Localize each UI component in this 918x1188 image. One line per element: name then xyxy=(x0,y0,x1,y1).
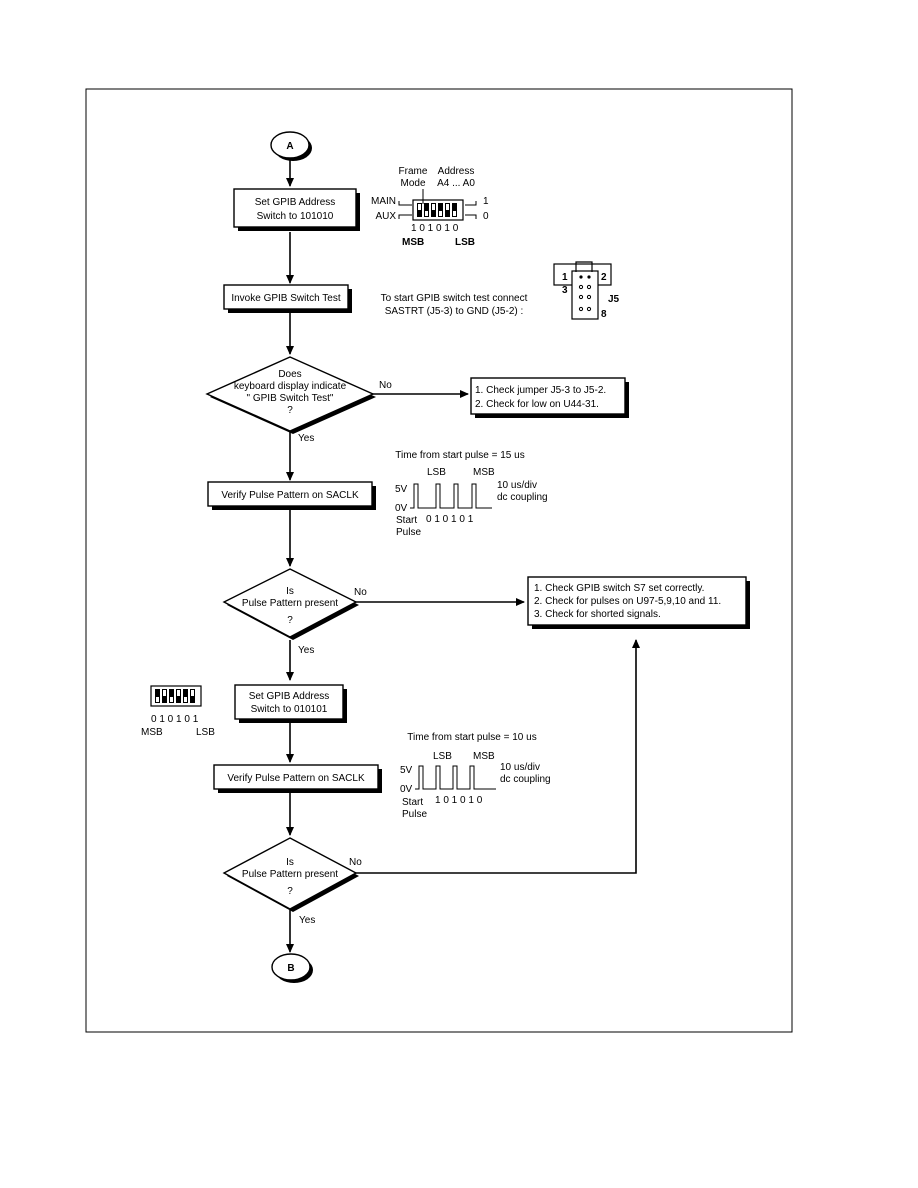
decision-display-yes: Yes xyxy=(298,433,314,444)
timing-1-start-2: Pulse xyxy=(396,527,421,538)
pin8-label: 8 xyxy=(601,309,607,320)
timing-2-waveform xyxy=(415,765,496,790)
jumper-note-line2: SASTRT (J5-3) to GND (J5-2) : xyxy=(385,306,524,317)
timing-2-bits: 1 0 1 0 1 0 xyxy=(435,795,483,806)
step-set-address-1: Set GPIB Address Switch to 101010 xyxy=(233,188,360,231)
main-label: MAIN xyxy=(371,196,396,207)
decision-display-no: No xyxy=(379,380,392,391)
decision-display-line1: Does xyxy=(278,369,301,380)
timing-diagram-2: Time from start pulse = 10 us LSB MSB 5V… xyxy=(400,732,551,820)
switch-diagram-1: Frame Mode Address A4 ... A0 MAIN AUX 1 … xyxy=(371,166,489,248)
decision-pattern-1: Is Pulse Pattern present ? xyxy=(222,568,359,640)
decision-pattern-2-line1: Is xyxy=(286,857,294,868)
decision-display-line2: keyboard display indicate xyxy=(234,381,347,392)
page-frame xyxy=(85,88,793,1033)
action-switch-check-line2: 2. Check for pulses on U97-5,9,10 and 11… xyxy=(534,596,721,607)
timing-1-0v: 0V xyxy=(395,503,408,514)
timing-2-title: Time from start pulse = 10 us xyxy=(407,732,536,743)
timing-1-msb: MSB xyxy=(473,467,495,478)
pin3-label: 3 xyxy=(562,285,568,296)
decision-pattern-2-no: No xyxy=(349,857,362,868)
jumper-note: To start GPIB switch test connect SASTRT… xyxy=(381,293,528,317)
connector-b-label: B xyxy=(287,963,294,974)
switch-2-bits: 0 1 0 1 0 1 xyxy=(151,714,199,725)
one-label: 1 xyxy=(483,196,489,207)
decision-pattern-1-line2: Pulse Pattern present xyxy=(242,598,338,609)
aux-label: AUX xyxy=(375,211,396,222)
step-invoke-test-label: Invoke GPIB Switch Test xyxy=(231,293,341,304)
decision-pattern-2-line2: Pulse Pattern present xyxy=(242,869,338,880)
action-jumper-check-line2: 2. Check for low on U44-31. xyxy=(475,399,599,410)
action-switch-check: 1. Check GPIB switch S7 set correctly. 2… xyxy=(527,576,750,629)
decision-pattern-1-line3: ? xyxy=(287,615,293,626)
connector-a-label: A xyxy=(286,141,293,152)
timing-diagram-1: Time from start pulse = 15 us LSB MSB 5V… xyxy=(395,450,548,538)
step-verify-2-label: Verify Pulse Pattern on SACLK xyxy=(227,773,365,784)
timing-1-waveform xyxy=(410,483,492,509)
action-switch-check-line1: 1. Check GPIB switch S7 set correctly. xyxy=(534,583,704,594)
action-jumper-check-line1: 1. Check jumper J5-3 to J5-2. xyxy=(475,385,606,396)
connector-a: A xyxy=(270,131,312,161)
decision-display-line4: ? xyxy=(287,405,293,416)
dip-switch-1-levers xyxy=(417,203,457,217)
decision-pattern-1-line1: Is xyxy=(286,586,294,597)
action-switch-check-line3: 3. Check for shorted signals. xyxy=(534,609,661,620)
timing-2-scale-2: dc coupling xyxy=(500,774,551,785)
step-verify-1-label: Verify Pulse Pattern on SACLK xyxy=(221,490,359,501)
step-set-address-1-line1: Set GPIB Address xyxy=(255,197,336,208)
decision-display-line3: " GPIB Switch Test" xyxy=(247,393,334,404)
action-jumper-check: 1. Check jumper J5-3 to J5-2. 2. Check f… xyxy=(470,377,629,418)
switch-2-lsb: LSB xyxy=(196,727,215,738)
switch-2-msb: MSB xyxy=(141,727,163,738)
decision-pattern-1-yes: Yes xyxy=(298,645,314,656)
decision-pattern-2-yes: Yes xyxy=(299,915,315,926)
timing-1-scale-2: dc coupling xyxy=(497,492,548,503)
step-verify-2: Verify Pulse Pattern on SACLK xyxy=(213,764,382,793)
timing-1-start-1: Start xyxy=(396,515,417,526)
step-set-address-2-line2: Switch to 010101 xyxy=(251,704,328,715)
decision-pattern-2-line3: ? xyxy=(287,886,293,897)
timing-1-bits: 0 1 0 1 0 1 xyxy=(426,514,474,525)
pin2-label: 2 xyxy=(601,272,607,283)
address-label-2: A4 ... A0 xyxy=(437,178,475,189)
step-set-address-2: Set GPIB Address Switch to 010101 xyxy=(234,684,347,723)
decision-display: Does keyboard display indicate " GPIB Sw… xyxy=(205,356,376,434)
timing-1-5v: 5V xyxy=(395,484,408,495)
step-verify-1: Verify Pulse Pattern on SACLK xyxy=(207,481,376,510)
timing-2-scale-1: 10 us/div xyxy=(500,762,540,773)
switch-1-bits: 1 0 1 0 1 0 xyxy=(411,223,459,234)
switch-1-msb: MSB xyxy=(402,237,424,248)
step-invoke-test: Invoke GPIB Switch Test xyxy=(223,284,352,313)
timing-2-start-2: Pulse xyxy=(402,809,427,820)
flow-lines xyxy=(286,160,640,953)
switch-1-lsb: LSB xyxy=(455,237,475,248)
timing-2-msb: MSB xyxy=(473,751,495,762)
step-set-address-2-line1: Set GPIB Address xyxy=(249,691,330,702)
j5-connector-diagram: 1 2 3 8 J5 xyxy=(553,261,620,320)
address-label-1: Address xyxy=(438,166,475,177)
dip-switch-1 xyxy=(412,199,464,221)
decision-pattern-1-no: No xyxy=(354,587,367,598)
timing-2-5v: 5V xyxy=(400,765,413,776)
dip-switch-2 xyxy=(150,685,202,707)
timing-2-start-1: Start xyxy=(402,797,423,808)
timing-2-lsb: LSB xyxy=(433,751,452,762)
timing-1-scale-1: 10 us/div xyxy=(497,480,537,491)
pin1-label: 1 xyxy=(562,272,568,283)
frame-mode-label-2: Mode xyxy=(400,178,425,189)
dip-switch-2-levers xyxy=(155,689,195,703)
timing-2-0v: 0V xyxy=(400,784,413,795)
flow-arrow-decision3-no xyxy=(355,639,640,874)
jumper-note-line1: To start GPIB switch test connect xyxy=(381,293,528,304)
decision-pattern-2: Is Pulse Pattern present ? xyxy=(222,837,359,912)
timing-1-title: Time from start pulse = 15 us xyxy=(395,450,524,461)
timing-1-lsb: LSB xyxy=(427,467,446,478)
step-set-address-1-line2: Switch to 101010 xyxy=(257,211,334,222)
j5-label: J5 xyxy=(608,294,620,305)
zero-label: 0 xyxy=(483,211,489,222)
connector-b: B xyxy=(271,953,313,983)
frame-mode-label-1: Frame xyxy=(399,166,428,177)
switch-diagram-2: 0 1 0 1 0 1 MSB LSB xyxy=(141,685,215,738)
